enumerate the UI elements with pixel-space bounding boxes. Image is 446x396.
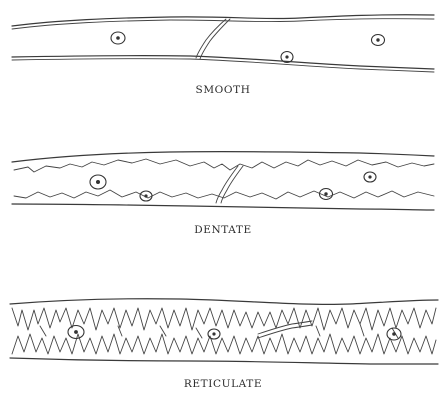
dentate-upper-inner [14,159,434,172]
caption-reticulate: RETICULATE [0,378,446,390]
smooth-nucleus-1 [111,32,125,44]
smooth-fiber-illustration [0,0,446,80]
smooth-nucleus-3 [372,35,385,46]
reticulate-nucleus-1 [68,326,84,339]
caption-dentate: DENTATE [0,224,446,236]
smooth-end-wall [196,19,226,58]
smooth-lower-wall-inner [12,59,434,72]
smooth-lower-wall [12,56,434,69]
dentate-nucleus-2 [140,191,152,201]
dentate-upper-wall [12,152,434,162]
dentate-end-wall [216,166,238,203]
panel-reticulate: RETICULATE [0,290,446,396]
smooth-end-wall-2 [200,19,230,59]
dentate-lower-wall [12,204,434,210]
reticulate-upper-fringe [12,308,436,330]
dentate-nucleus-1 [90,175,106,189]
dentate-fiber-illustration [0,140,446,220]
reticulate-fiber-illustration [0,290,446,370]
panel-dentate: DENTATE [0,140,446,250]
reticulate-nucleus-3 [387,328,401,340]
reticulate-lower-wall [10,358,438,364]
reticulate-end-wall [258,321,312,334]
dentate-nucleus-4 [364,172,376,182]
reticulate-lower-fringe [12,334,436,354]
reticulate-nucleus-2 [208,329,220,339]
panel-smooth: SMOOTH [0,0,446,110]
caption-smooth: SMOOTH [0,84,446,96]
reticulate-upper-wall [10,299,438,305]
